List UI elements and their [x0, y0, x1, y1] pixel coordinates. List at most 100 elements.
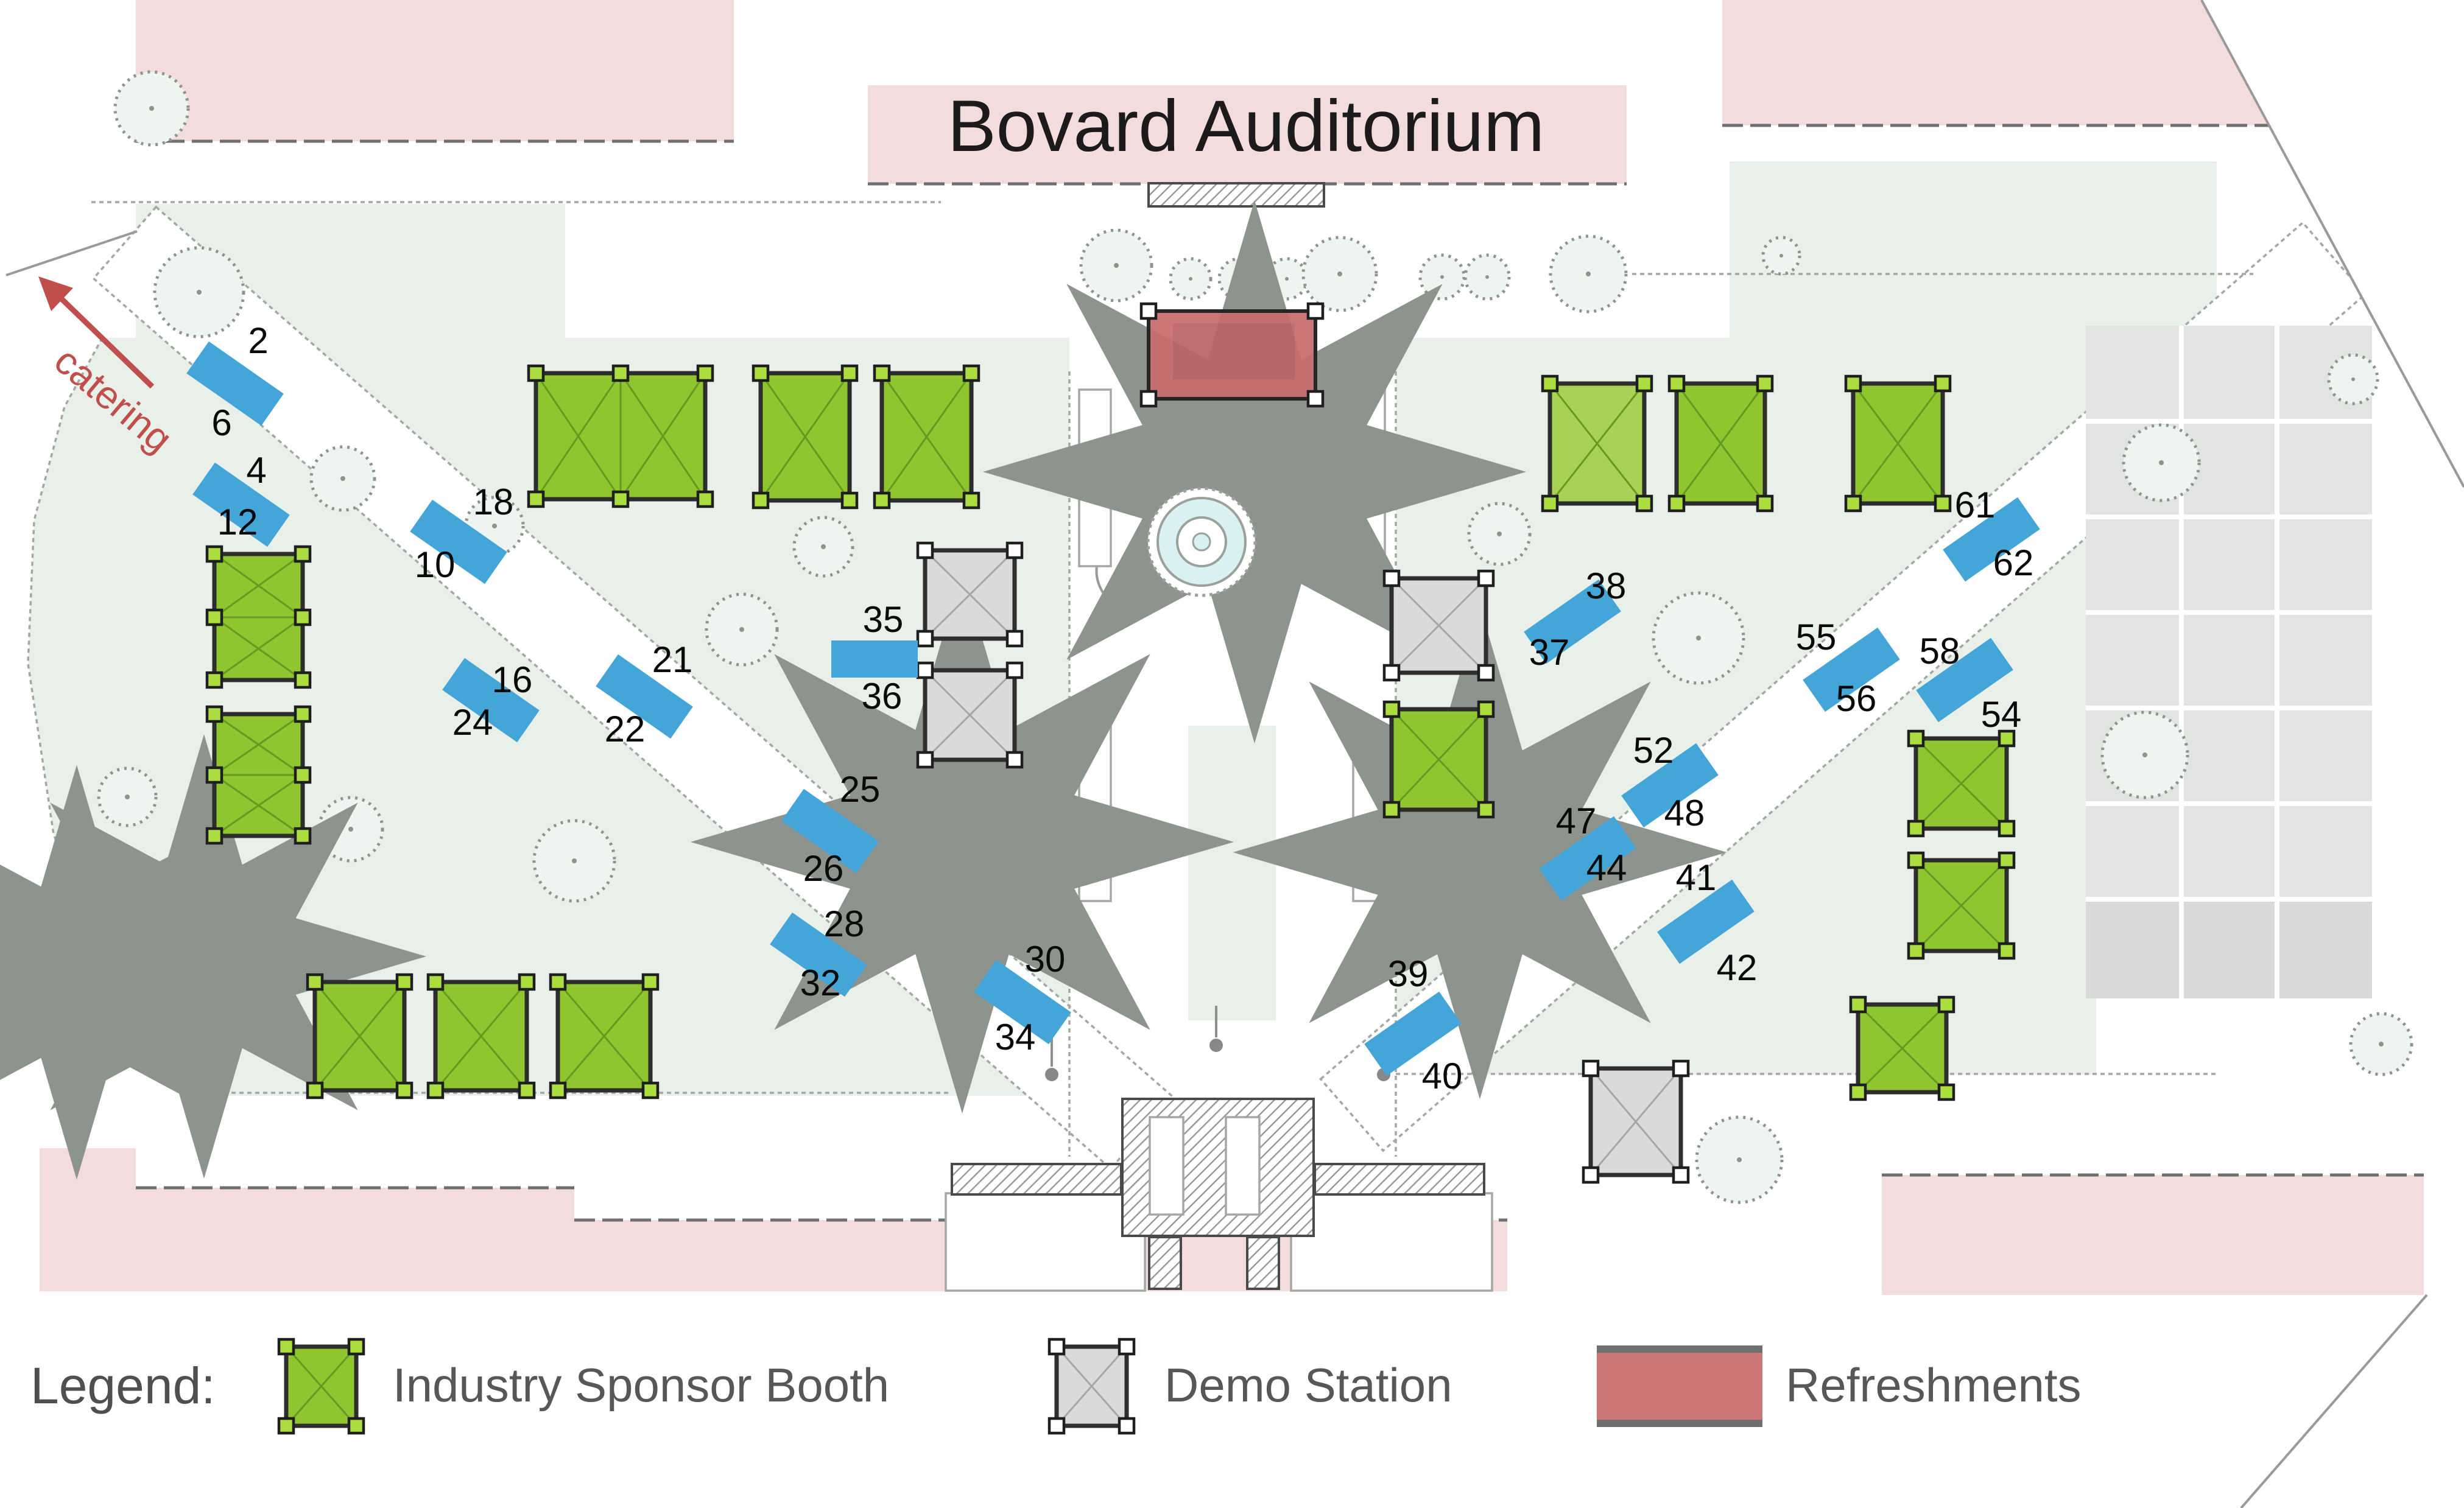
handle[interactable]	[916, 630, 934, 648]
handle[interactable]	[1477, 801, 1495, 819]
handle[interactable]	[549, 973, 567, 991]
sponsor-booth[interactable]	[1667, 374, 1774, 513]
handle[interactable]	[1005, 630, 1024, 648]
handle[interactable]	[1667, 494, 1686, 513]
sponsor-booth[interactable]	[873, 364, 980, 510]
booth-marker-41-42[interactable]	[1657, 879, 1755, 964]
handle[interactable]	[1582, 1166, 1600, 1184]
handle[interactable]	[1844, 494, 1862, 513]
handle[interactable]	[549, 1081, 567, 1099]
booth-marker-39-40[interactable]	[1364, 991, 1462, 1076]
sponsor-booth-double-wide[interactable]	[527, 364, 714, 508]
sponsor-booth[interactable]	[1907, 851, 2016, 960]
handle[interactable]	[641, 973, 660, 991]
handle[interactable]	[1907, 851, 1925, 869]
handle[interactable]	[1998, 942, 2016, 960]
handle[interactable]	[1672, 1166, 1690, 1184]
handle[interactable]	[1382, 569, 1401, 587]
handle[interactable]	[518, 1081, 536, 1099]
handle[interactable]	[426, 973, 445, 991]
handle[interactable]	[916, 661, 934, 679]
booth-marker-18-10[interactable]	[410, 499, 507, 584]
handle[interactable]	[1937, 995, 1955, 1014]
handle[interactable]	[696, 490, 714, 508]
handle[interactable]	[1672, 1059, 1690, 1078]
handle[interactable]	[1907, 942, 1925, 960]
handle[interactable]	[916, 541, 934, 559]
sponsor-booth[interactable]	[1541, 374, 1653, 513]
booth-marker-35-36[interactable]	[831, 640, 918, 678]
handle[interactable]	[1907, 819, 1925, 838]
booth-marker-28-32[interactable]	[770, 912, 867, 997]
handle[interactable]	[294, 545, 312, 563]
handle[interactable]	[294, 671, 312, 689]
handle[interactable]	[294, 827, 312, 845]
booth-marker-25-26[interactable]	[781, 788, 879, 874]
sponsor-booth[interactable]	[549, 973, 660, 1099]
handle[interactable]	[1477, 700, 1495, 718]
handle[interactable]	[1541, 374, 1559, 393]
handle[interactable]	[518, 973, 536, 991]
handle[interactable]	[1139, 302, 1158, 320]
handle[interactable]	[840, 491, 859, 510]
handle[interactable]	[916, 751, 934, 769]
handle[interactable]	[1306, 390, 1325, 408]
handle[interactable]	[1005, 751, 1024, 769]
handle[interactable]	[1005, 661, 1024, 679]
handle[interactable]	[306, 1081, 324, 1099]
sponsor-booth[interactable]	[1382, 700, 1495, 819]
handle[interactable]	[696, 364, 714, 382]
booth-marker-55-56[interactable]	[1803, 627, 1900, 712]
sponsor-booth-double-tall[interactable]	[205, 705, 312, 845]
handle[interactable]	[1382, 700, 1401, 718]
demo-station[interactable]	[1582, 1059, 1690, 1184]
sponsor-booth[interactable]	[306, 973, 414, 1099]
handle[interactable]	[527, 364, 545, 382]
handle[interactable]	[873, 491, 891, 510]
sponsor-booth[interactable]	[1844, 374, 1952, 513]
handle[interactable]	[205, 827, 224, 845]
sponsor-booth[interactable]	[1907, 729, 2016, 838]
handle[interactable]	[1382, 801, 1401, 819]
sponsor-booth[interactable]	[1849, 995, 1955, 1101]
handle[interactable]	[611, 364, 630, 382]
demo-station[interactable]	[916, 661, 1024, 769]
handle[interactable]	[1998, 819, 2016, 838]
handle[interactable]	[1667, 374, 1686, 393]
booth-marker-38-37[interactable]	[1524, 579, 1621, 664]
handle[interactable]	[840, 364, 859, 382]
handle[interactable]	[1005, 541, 1024, 559]
handle[interactable]	[205, 705, 224, 723]
booth-marker-47-44[interactable]	[1539, 816, 1636, 901]
handle[interactable]	[1934, 374, 1952, 393]
handle[interactable]	[752, 364, 770, 382]
handle[interactable]	[1756, 374, 1774, 393]
booth-marker-21-22[interactable]	[596, 654, 693, 739]
handle[interactable]	[752, 491, 770, 510]
handle[interactable]	[395, 1081, 414, 1099]
handle[interactable]	[294, 608, 312, 626]
handle[interactable]	[1937, 1083, 1955, 1101]
handle[interactable]	[1998, 729, 2016, 748]
handle[interactable]	[1934, 494, 1952, 513]
handle[interactable]	[205, 608, 224, 626]
booth-marker-16-24[interactable]	[442, 658, 540, 743]
handle[interactable]	[1635, 494, 1653, 513]
handle[interactable]	[1139, 390, 1158, 408]
handle[interactable]	[1541, 494, 1559, 513]
handle[interactable]	[1582, 1059, 1600, 1078]
handle[interactable]	[962, 364, 980, 382]
handle[interactable]	[873, 364, 891, 382]
handle[interactable]	[1849, 1083, 1867, 1101]
demo-station[interactable]	[1382, 569, 1495, 682]
handle[interactable]	[1844, 374, 1862, 393]
handle[interactable]	[611, 490, 630, 508]
booth-marker-30-34[interactable]	[974, 959, 1071, 1045]
handle[interactable]	[1849, 995, 1867, 1014]
handle[interactable]	[395, 973, 414, 991]
sponsor-booth[interactable]	[426, 973, 536, 1099]
handle[interactable]	[205, 671, 224, 689]
handle[interactable]	[294, 705, 312, 723]
booth-marker-4-12[interactable]	[192, 462, 290, 547]
handle[interactable]	[1907, 729, 1925, 748]
